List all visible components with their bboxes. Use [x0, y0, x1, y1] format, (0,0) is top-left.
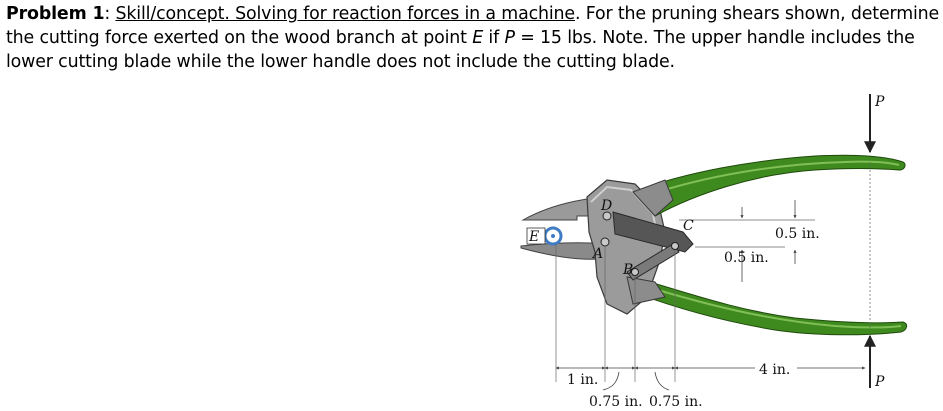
upper-handle [632, 154, 906, 217]
label-a: A [591, 246, 603, 262]
dim-1: 1 in. [567, 372, 598, 388]
pruning-shears-figure: P P E D A B C 0.5 in. 0.5 in. 1 in. 0.75… [520, 94, 908, 410]
label-d: D [600, 198, 612, 214]
label-e: E [528, 229, 539, 245]
problem-colon: : [104, 4, 116, 24]
lower-handle [632, 279, 908, 336]
dim-075-a: 0.75 in. [589, 394, 643, 410]
label-c: C [683, 218, 694, 234]
problem-var-p: P [504, 28, 515, 48]
label-p-bottom: P [874, 374, 885, 390]
problem-number: Problem 1 [6, 4, 105, 24]
pin-c [671, 242, 679, 250]
pin-a [600, 237, 610, 247]
link-dark [612, 211, 694, 253]
problem-point-e: E [472, 28, 484, 48]
problem-text-3: = 15 lbs. Note. The upper handle include… [6, 28, 915, 72]
pin-d [602, 211, 612, 221]
dim-05-right: 0.5 in. [775, 226, 820, 242]
label-p-top: P [874, 94, 885, 110]
dim-4: 4 in. [759, 362, 790, 378]
problem-topic: Skill/concept. Solving for reaction forc… [115, 4, 576, 24]
problem-text-1: . For the pruning shears shown, determin… [6, 4, 940, 48]
dim-075-b: 0.75 in. [649, 394, 703, 410]
lower-handle-grey [626, 276, 666, 305]
pin-b [631, 268, 639, 276]
dim-05-left: 0.5 in. [724, 250, 769, 266]
problem-statement: Problem 1: Skill/concept. Solving for re… [6, 2, 940, 74]
upper-handle-grey [632, 179, 674, 217]
label-b: B [622, 262, 633, 278]
problem-text-2: if [483, 28, 505, 48]
link-bc [626, 243, 680, 281]
